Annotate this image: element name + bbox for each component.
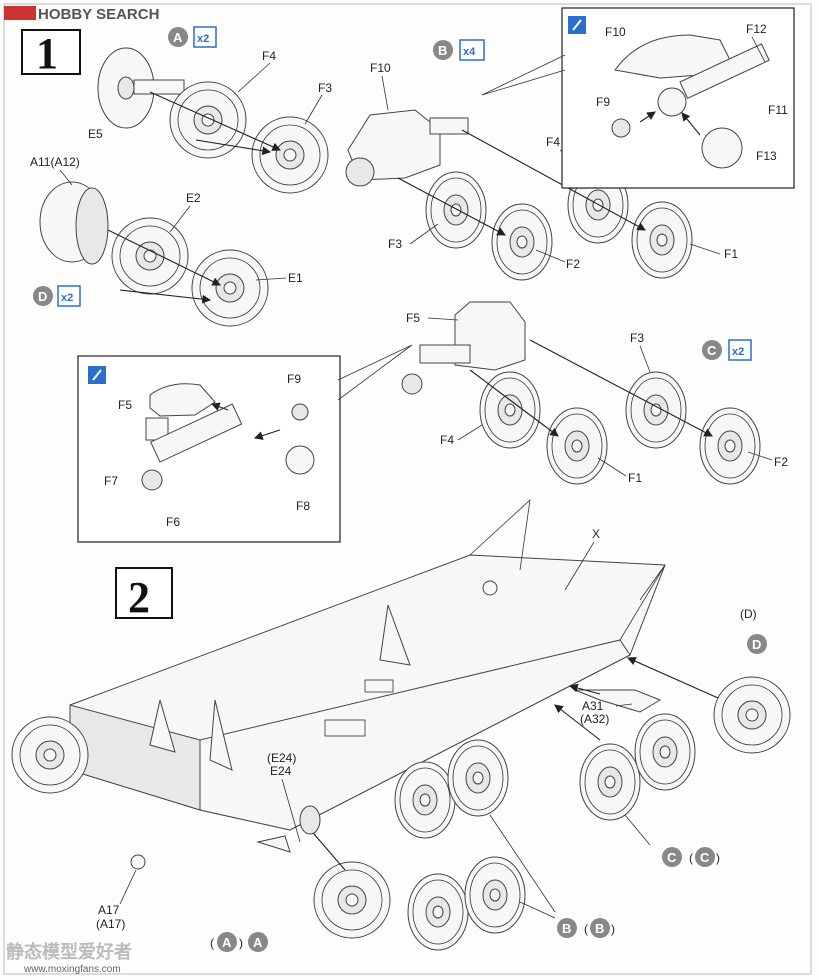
badge-a-step2: A A ( ) xyxy=(210,932,268,952)
label-f8-inset: F8 xyxy=(296,499,310,513)
label-a11: A11(A12) xyxy=(30,155,80,169)
svg-text:x2: x2 xyxy=(732,346,744,358)
label-e1: E1 xyxy=(288,271,303,285)
label-f3-b: F3 xyxy=(388,237,402,251)
watermark-top: HOBBY SEARCH xyxy=(38,6,159,23)
svg-text:A: A xyxy=(173,30,183,45)
label-f10-inset: F10 xyxy=(605,25,626,39)
label-f4: F4 xyxy=(262,49,276,63)
badge-b-x4: B x4 xyxy=(433,39,485,61)
detail-inset-1 xyxy=(481,7,795,189)
badge-d-step2: D xyxy=(747,634,767,654)
part-a31 xyxy=(574,689,662,713)
svg-text:C: C xyxy=(667,850,677,865)
label-f4-c: F4 xyxy=(440,433,454,447)
sprocket-assembly-d xyxy=(39,181,269,327)
badge-a-x2: A x2 xyxy=(168,26,217,48)
label-a31: A31 xyxy=(582,699,604,713)
svg-text:): ) xyxy=(611,922,615,936)
label-f13-inset: F13 xyxy=(756,149,777,163)
label-f12-inset: F12 xyxy=(746,22,767,36)
front-sprocket-a xyxy=(313,861,391,939)
bogie-wheels-b xyxy=(394,739,526,951)
svg-text:C: C xyxy=(707,343,717,358)
idler-wheel-d xyxy=(626,657,791,754)
badge-c-step2: C C ( ) xyxy=(662,847,720,867)
svg-text:C: C xyxy=(700,850,710,865)
svg-text:B: B xyxy=(438,43,447,58)
label-a32: (A32) xyxy=(580,712,609,726)
svg-text:x4: x4 xyxy=(463,46,476,58)
part-a17 xyxy=(130,854,146,870)
label-f3-c: F3 xyxy=(630,331,644,345)
detail-inset-2 xyxy=(77,344,413,543)
svg-text:A: A xyxy=(253,935,263,950)
front-sprocket-left xyxy=(11,716,89,794)
hull-part-x xyxy=(69,498,666,831)
label-f3: F3 xyxy=(318,81,332,95)
svg-text:A: A xyxy=(222,935,232,950)
svg-text:(: ( xyxy=(210,936,214,950)
badge-d-x2: D x2 xyxy=(33,285,81,307)
hobbysearch-logo: HOBBY SEARCH xyxy=(4,6,159,23)
watermark-url: www.moxingfans.com xyxy=(23,964,121,975)
bogie-assembly-b xyxy=(345,109,693,281)
step-1-box xyxy=(21,29,81,75)
label-f4-b: F4 xyxy=(546,135,560,149)
label-f11-inset: F11 xyxy=(768,103,788,117)
label-f6-inset: F6 xyxy=(166,515,180,529)
step-2-number: 2 xyxy=(128,573,150,622)
svg-text:): ) xyxy=(239,936,243,950)
svg-text:(: ( xyxy=(584,922,588,936)
step-1-number: 1 xyxy=(36,29,58,78)
label-f9-inset-2: F9 xyxy=(287,372,301,386)
sprocket-assembly-a xyxy=(97,47,329,194)
page-border xyxy=(3,3,812,975)
bogie-wheels-c xyxy=(554,704,696,821)
label-e24: E24 xyxy=(270,764,292,778)
svg-text:D: D xyxy=(752,637,761,652)
label-f1: F1 xyxy=(724,247,738,261)
label-f10: F10 xyxy=(370,61,391,75)
label-f1-c: F1 xyxy=(628,471,642,485)
label-e2: E2 xyxy=(186,191,201,205)
svg-text:x2: x2 xyxy=(197,33,209,45)
svg-text:(: ( xyxy=(689,851,693,865)
bogie-assembly-c xyxy=(401,301,761,485)
label-x: X xyxy=(592,527,600,541)
label-f5: F5 xyxy=(406,311,420,325)
label-f7-inset: F7 xyxy=(104,474,118,488)
watermark-bottom: 静态模型爱好者 xyxy=(6,941,132,963)
badge-b-step2: B B ( ) xyxy=(557,918,615,938)
label-e5: E5 xyxy=(88,127,103,141)
label-f5-inset: F5 xyxy=(118,398,132,412)
label-d-paren: (D) xyxy=(740,607,757,621)
badge-c-x2: C x2 xyxy=(702,339,752,361)
svg-text:B: B xyxy=(595,921,604,936)
svg-text:D: D xyxy=(38,289,47,304)
part-e24 xyxy=(299,805,321,835)
step-2-box xyxy=(115,567,173,619)
svg-text:B: B xyxy=(562,921,571,936)
label-f9-inset: F9 xyxy=(596,95,610,109)
svg-text:): ) xyxy=(716,851,720,865)
label-e24-paren: (E24) xyxy=(267,751,296,765)
label-f2: F2 xyxy=(566,257,580,271)
label-a17: A17 xyxy=(98,903,120,917)
label-f2-c: F2 xyxy=(774,455,788,469)
label-a17-paren: (A17) xyxy=(96,917,125,931)
svg-text:x2: x2 xyxy=(61,292,73,304)
